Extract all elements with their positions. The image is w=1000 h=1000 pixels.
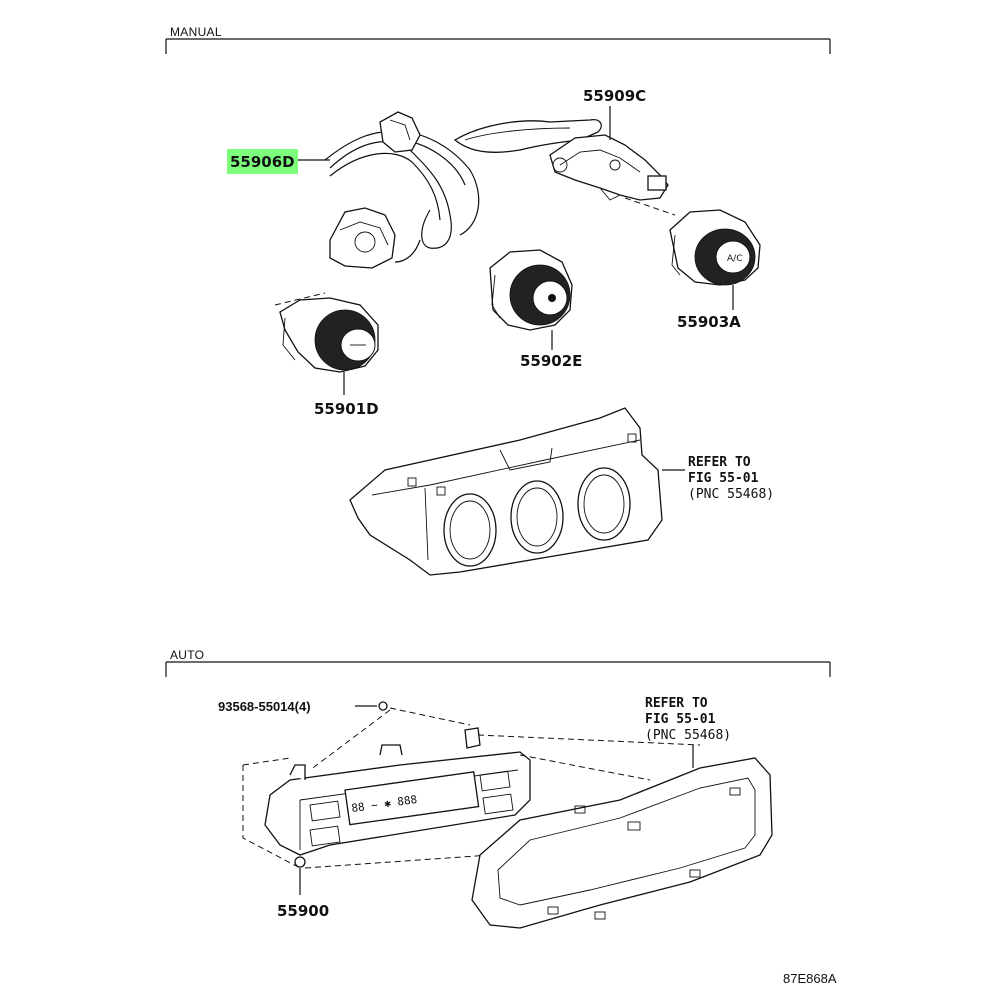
svg-text:A/C: A/C — [727, 254, 742, 264]
refer-manual-line1: REFER TO — [688, 455, 751, 470]
refer-auto-line2: FIG 55-01 — [645, 712, 716, 727]
refer-manual-line2: FIG 55-01 — [688, 471, 759, 486]
manual-section-label: MANUAL — [170, 25, 222, 39]
highlight-box — [227, 149, 298, 174]
auto-section-frame: AUTO — [165, 648, 831, 677]
refer-note-manual: REFER TO FIG 55-01 (PNC 55468) — [688, 455, 774, 502]
part-93568-screw — [309, 701, 471, 771]
part-number-55909c: 55909C — [583, 87, 646, 105]
part-number-55906d: 55906D — [230, 153, 295, 171]
callout-55906d: 55906D — [227, 149, 298, 174]
refer-auto-line3: (PNC 55468) — [645, 728, 731, 743]
auto-section-label: AUTO — [170, 648, 204, 662]
illustration-code: 87E868A — [783, 971, 837, 986]
refer-auto-line1: REFER TO — [645, 696, 708, 711]
auto-control-bezel — [471, 757, 773, 929]
manual-section-frame: MANUAL — [165, 25, 831, 54]
part-55909c-lever — [453, 119, 676, 216]
part-55901d-knob — [274, 292, 379, 373]
manual-control-bezel — [349, 407, 663, 576]
refer-note-auto: REFER TO FIG 55-01 (PNC 55468) — [645, 696, 731, 743]
part-number-55900: 55900 — [277, 902, 329, 920]
auto-control-unit: 88 ~ ✱ 888 — [242, 727, 701, 869]
part-number-93568: 93568-55014(4) — [218, 699, 311, 714]
part-55902e-knob — [489, 249, 573, 331]
refer-manual-line3: (PNC 55468) — [688, 487, 774, 502]
part-number-55901d: 55901D — [314, 400, 379, 418]
part-number-55902e: 55902E — [520, 352, 582, 370]
part-55906d-cable — [324, 111, 480, 269]
part-number-55903a: 55903A — [677, 313, 741, 331]
part-55903a-knob: A/C — [669, 209, 761, 286]
